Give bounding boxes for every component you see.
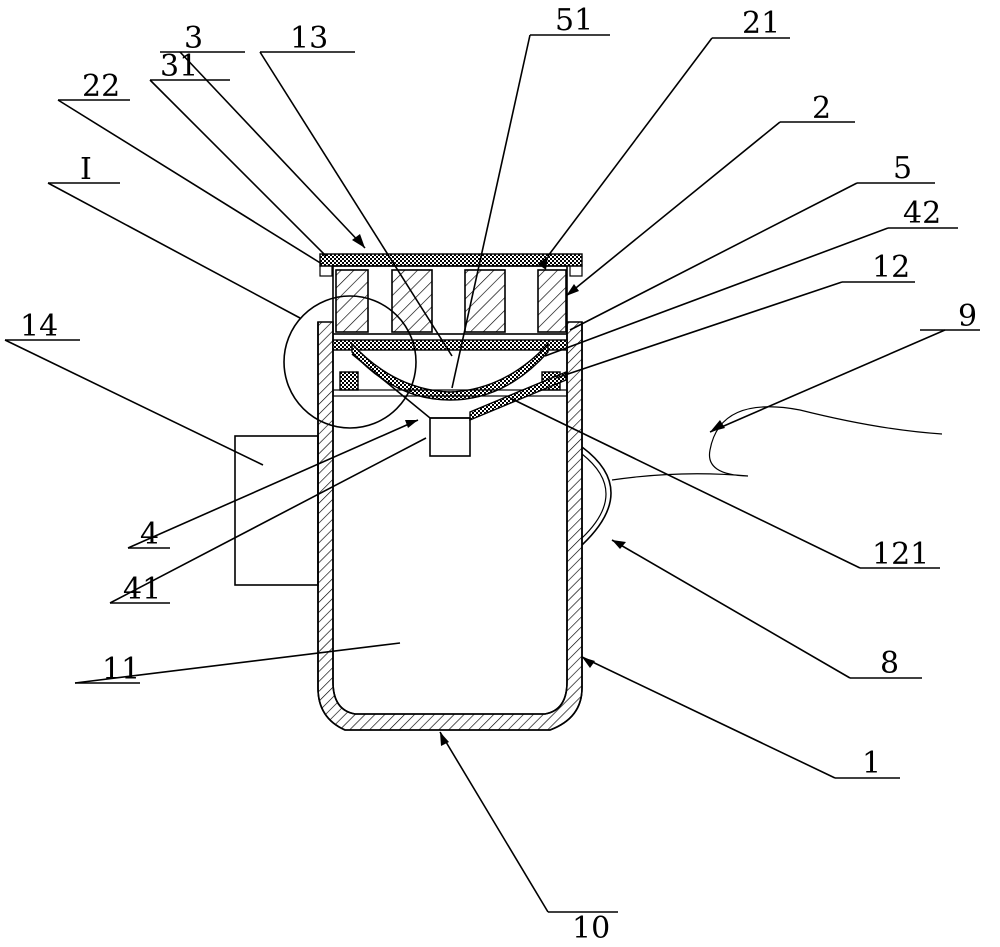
side-box [234,435,319,586]
callout-2: 2 [812,91,831,126]
callout-5: 5 [893,151,912,186]
detail-circle [283,295,417,429]
callout-4: 4 [140,517,159,552]
callout-I: I [80,152,92,187]
callout-41: 41 [123,572,161,607]
callout-22: 22 [82,69,120,104]
callout-1: 1 [862,746,881,781]
callout-13: 13 [290,21,328,56]
filter-bowl [351,342,549,401]
callout-31: 31 [160,49,198,84]
top-block [332,265,568,335]
callout-51: 51 [555,3,593,38]
cable [611,406,943,481]
callout-8: 8 [880,646,899,681]
side-handle [581,446,612,546]
springs [332,371,568,397]
leader-lines [4,34,980,913]
callout-121: 121 [872,537,929,572]
arrowheads [352,234,725,746]
callout-3: 3 [184,21,203,56]
callout-21: 21 [742,6,780,41]
callout-42: 42 [903,196,941,231]
callout-14: 14 [20,309,58,344]
funnel [351,353,567,457]
callout-9: 9 [958,299,977,334]
callout-labels: 3 13 51 21 31 22 2 I 5 42 12 14 9 4 121 … [20,3,977,946]
callout-10: 10 [572,911,610,946]
callout-12: 12 [872,250,910,285]
callout-11: 11 [102,652,140,687]
